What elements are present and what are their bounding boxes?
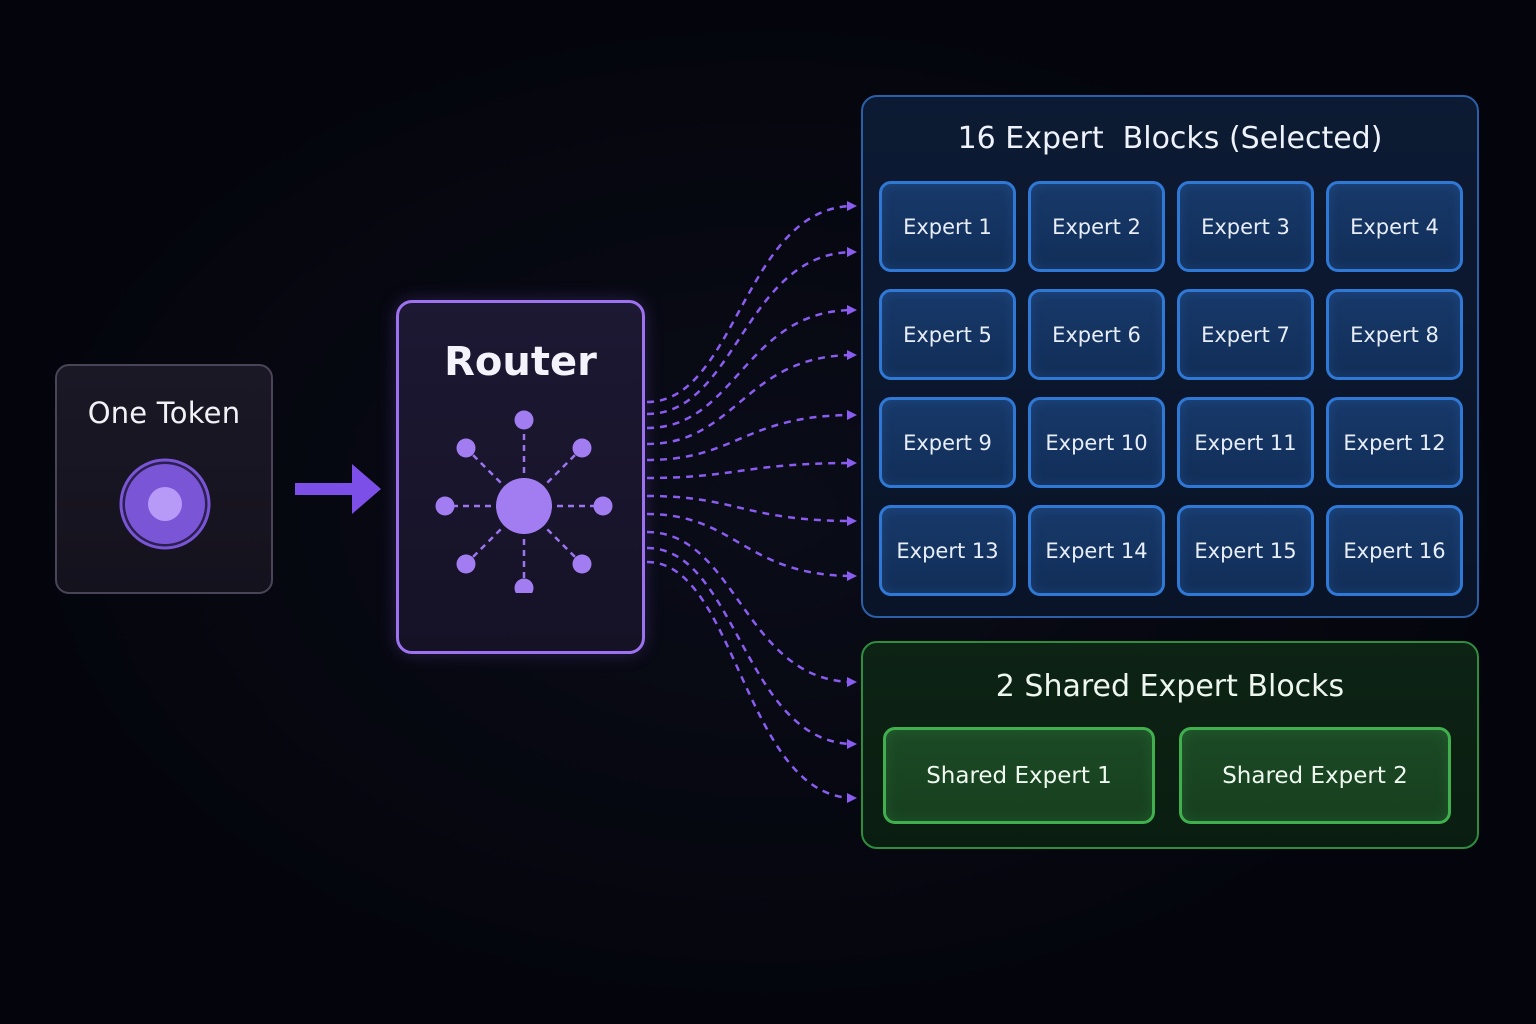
- expert-block: Expert 11: [1177, 397, 1314, 488]
- expert-block: Expert 4: [1326, 181, 1463, 272]
- route-arrow: [646, 512, 857, 581]
- expert-block: Expert 6: [1028, 289, 1165, 380]
- expert-block: Expert 14: [1028, 505, 1165, 596]
- route-arrow: [646, 305, 857, 430]
- route-arrow: [646, 560, 857, 803]
- route-arrow: [646, 350, 857, 446]
- expert-blocks-panel: 16 Expert Blocks (Selected) Expert 1 Exp…: [861, 95, 1479, 618]
- expert-block: Expert 2: [1028, 181, 1165, 272]
- route-arrow: [646, 530, 857, 687]
- expert-block: Expert 10: [1028, 397, 1165, 488]
- expert-block: Expert 1: [879, 181, 1016, 272]
- shared-expert-block: Shared Expert 1: [883, 727, 1155, 824]
- route-arrow: [646, 247, 857, 416]
- route-arrow: [646, 410, 857, 462]
- expert-grid: Expert 1 Expert 2 Expert 3 Expert 4 Expe…: [879, 181, 1463, 596]
- expert-block: Expert 8: [1326, 289, 1463, 380]
- token-to-router-arrow: [295, 464, 381, 514]
- router-title: Router: [444, 339, 597, 385]
- expert-block: Expert 3: [1177, 181, 1314, 272]
- route-arrow: [646, 458, 857, 480]
- token-circle-icon: [119, 458, 211, 550]
- route-arrow: [646, 494, 857, 526]
- shared-expert-row: Shared Expert 1 Shared Expert 2: [883, 727, 1451, 824]
- shared-experts-panel: 2 Shared Expert Blocks Shared Expert 1 S…: [861, 641, 1479, 849]
- dashed-route-lines: [646, 201, 857, 803]
- expert-block: Expert 12: [1326, 397, 1463, 488]
- route-arrow: [646, 201, 857, 404]
- shared-expert-block: Shared Expert 2: [1179, 727, 1451, 824]
- shared-panel-title: 2 Shared Expert Blocks: [995, 669, 1345, 704]
- expert-block: Expert 15: [1177, 505, 1314, 596]
- route-arrow: [646, 546, 857, 749]
- hub-network-icon: [435, 410, 613, 593]
- expert-panel-title: 16 Expert Blocks (Selected): [957, 121, 1383, 156]
- expert-block: Expert 9: [879, 397, 1016, 488]
- expert-block: Expert 7: [1177, 289, 1314, 380]
- expert-block: Expert 13: [879, 505, 1016, 596]
- expert-block: Expert 5: [879, 289, 1016, 380]
- token-box: One Token: [55, 364, 273, 594]
- router-box: Router: [396, 300, 645, 654]
- token-title: One Token: [87, 396, 241, 430]
- expert-block: Expert 16: [1326, 505, 1463, 596]
